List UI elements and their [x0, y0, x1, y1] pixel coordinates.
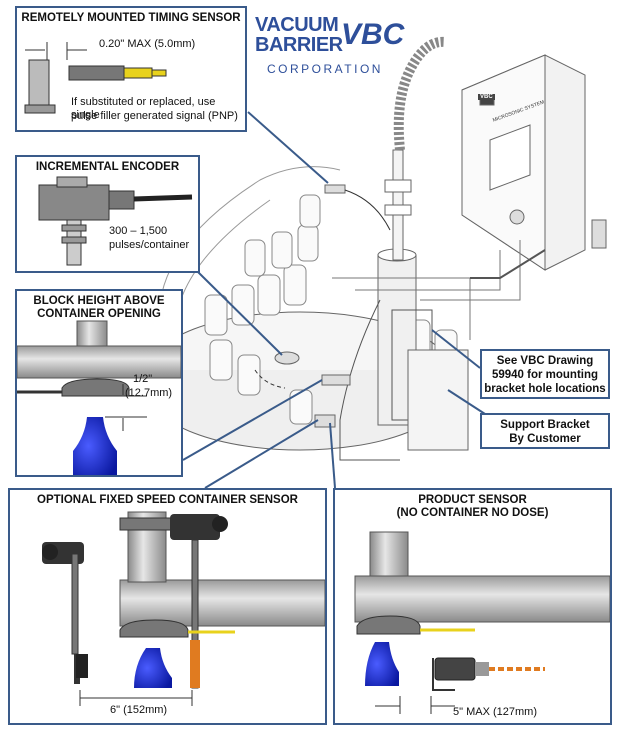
logo-text-barrier: BARRIER: [255, 34, 343, 56]
product-sensor-illustration: [354, 531, 610, 714]
encoder-panel: INCREMENTAL ENCODER 300 – 1,500 pulses/c…: [15, 155, 200, 273]
drawing-reference-callout: See VBC Drawing 59940 for mounting brack…: [480, 349, 610, 399]
support-bracket-callout: Support Bracket By Customer: [480, 413, 610, 449]
fixed-speed-illustration: [42, 511, 325, 706]
timing-sensor-illustration: [24, 42, 167, 114]
timing-sensor-note-1: If substituted or replaced, use single: [71, 96, 216, 121]
control-panel-enclosure: [461, 54, 607, 271]
encoder-title: INCREMENTAL ENCODER: [35, 161, 180, 173]
logo-mark-vbc: VBC: [341, 18, 405, 51]
bracket-callout-line-1: Support Bracket: [500, 419, 590, 431]
drawing-callout-line-2: 59940 for mounting: [491, 369, 599, 381]
timing-sensor-title: REMOTELY MOUNTED TIMING SENSOR: [21, 12, 241, 24]
logo-text-corporation: CORPORATION: [267, 62, 383, 76]
bracket-callout-line-2: By Customer: [509, 433, 581, 445]
product-sensor-panel: PRODUCT SENSOR (NO CONTAINER NO DOSE) 5"…: [333, 488, 612, 725]
timing-sensor-dimension: 0.20" MAX (5.0mm): [99, 38, 196, 50]
company-logo: VACUUM BARRIER VBC CORPORATION: [255, 12, 404, 82]
block-height-title-1: BLOCK HEIGHT ABOVE: [33, 295, 165, 307]
block-height-illustration: [17, 320, 181, 475]
flex-hose: [393, 36, 446, 151]
product-sensor-title-2: (NO CONTAINER NO DOSE): [396, 507, 549, 519]
encoder-illustration: [38, 176, 193, 266]
product-sensor-dimension: 5" MAX (127mm): [453, 706, 537, 718]
block-height-panel: BLOCK HEIGHT ABOVE CONTAINER OPENING 1/2…: [15, 289, 183, 477]
drawing-callout-line-1: See VBC Drawing: [496, 355, 594, 367]
panel-badge: VBC: [478, 94, 495, 100]
encoder-spec-2: pulses/container: [109, 239, 190, 251]
fixed-speed-dimension: 6" (152mm): [108, 704, 170, 717]
timing-sensor-panel: REMOTELY MOUNTED TIMING SENSOR 0.20" MAX…: [15, 6, 247, 132]
product-sensor-title-1: PRODUCT SENSOR: [418, 494, 527, 506]
drawing-callout-line-3: bracket hole locations: [484, 383, 606, 395]
timing-sensor-note-2: pulse filler generated signal (PNP): [71, 110, 238, 122]
block-height-dim-2: (12.7mm): [125, 387, 173, 399]
logo-text-vacuum: VACUUM: [255, 14, 339, 36]
fixed-speed-sensor-panel: OPTIONAL FIXED SPEED CONTAINER SENSOR: [8, 488, 327, 725]
block-height-dim-1: 1/2": [133, 373, 153, 385]
fixed-speed-title: OPTIONAL FIXED SPEED CONTAINER SENSOR: [37, 494, 298, 506]
block-height-title-2: CONTAINER OPENING: [37, 308, 161, 320]
encoder-spec-1: 300 – 1,500: [109, 225, 168, 237]
callout-leaders: [182, 111, 503, 489]
